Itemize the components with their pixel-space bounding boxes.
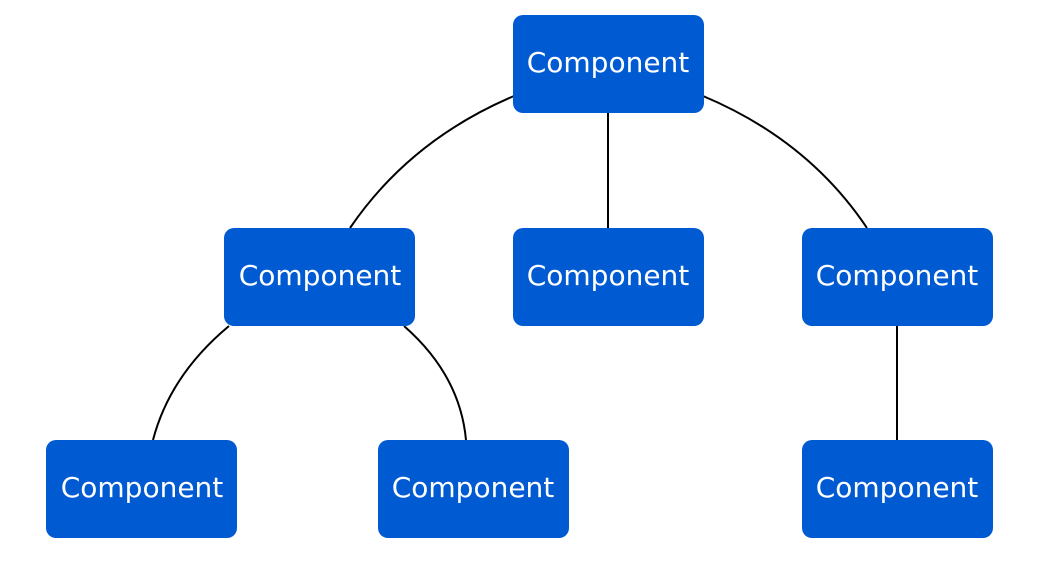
edge-left-left-left — [152, 325, 230, 441]
edge-root-left — [349, 95, 515, 229]
node-box — [513, 15, 704, 113]
node-left-right[interactable]: Component — [378, 440, 569, 538]
node-left[interactable]: Component — [224, 228, 415, 326]
node-label: Component — [527, 259, 690, 292]
node-label: Component — [527, 46, 690, 79]
node-label: Component — [816, 259, 979, 292]
node-right[interactable]: Component — [802, 228, 993, 326]
edge-left-left-right — [403, 325, 467, 441]
node-box — [513, 228, 704, 326]
node-root[interactable]: Component — [513, 15, 704, 113]
node-left-left[interactable]: Component — [46, 440, 237, 538]
node-box — [378, 440, 569, 538]
node-middle[interactable]: Component — [513, 228, 704, 326]
node-box — [224, 228, 415, 326]
node-label: Component — [239, 259, 402, 292]
node-right-child[interactable]: Component — [802, 440, 993, 538]
edge-root-right — [702, 95, 868, 229]
node-label: Component — [392, 471, 555, 504]
edges — [152, 95, 898, 441]
node-box — [802, 440, 993, 538]
node-label: Component — [816, 471, 979, 504]
node-box — [802, 228, 993, 326]
node-label: Component — [61, 471, 224, 504]
node-box — [46, 440, 237, 538]
